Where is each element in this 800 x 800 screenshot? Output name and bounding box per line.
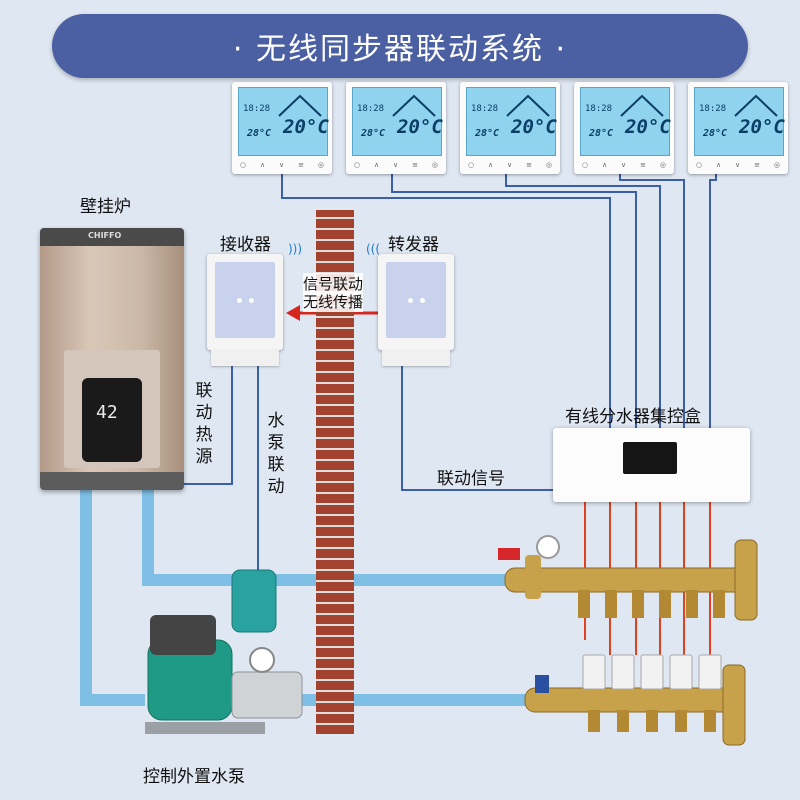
mode-icon[interactable]: ◎ — [659, 161, 666, 169]
power-icon[interactable]: ○ — [468, 161, 475, 169]
wall-boiler: CHIFFO 42 — [40, 228, 184, 490]
manifold-outlets — [578, 590, 725, 618]
menu-icon[interactable]: ≡ — [412, 161, 418, 169]
power-icon[interactable]: ○ — [354, 161, 361, 169]
thermostat-temp: 20°C — [511, 116, 557, 138]
receiver-device — [207, 254, 283, 366]
up-icon[interactable]: ∧ — [716, 161, 722, 169]
thermostat-small-temp: 28°C — [247, 128, 272, 139]
thermostat-time: 18:28 — [243, 104, 271, 114]
thermostat-small-temp: 28°C — [589, 128, 614, 139]
pump-graphic — [145, 569, 303, 734]
power-icon[interactable]: ○ — [240, 161, 247, 169]
pump-link-label: 水泵联动 — [267, 411, 285, 497]
power-icon[interactable]: ○ — [696, 161, 703, 169]
manifold-return — [524, 654, 746, 746]
thermostat-temp: 20°C — [283, 116, 329, 138]
thermostat: 18:28 28°C 20°C ○ ∧ ∨ ≡ ◎ — [346, 82, 446, 174]
thermostat-keys: ○ ∧ ∨ ≡ ◎ — [354, 161, 438, 169]
thermostat: 18:28 28°C 20°C ○ ∧ ∨ ≡ ◎ — [232, 82, 332, 174]
control-box — [553, 428, 750, 502]
thermostat-time: 18:28 — [585, 104, 613, 114]
thermostat-temp: 20°C — [397, 116, 443, 138]
wifi-icon-receiver: ))) — [288, 242, 303, 256]
thermostat-screen: 18:28 28°C 20°C — [352, 87, 443, 156]
thermostat-keys: ○ ∧ ∨ ≡ ◎ — [696, 161, 780, 169]
wireless-text-2: 无线传播 — [303, 291, 364, 312]
link-signal-label: 联动信号 — [437, 469, 505, 489]
down-icon[interactable]: ∨ — [735, 161, 741, 169]
up-icon[interactable]: ∧ — [488, 161, 494, 169]
thermostat: 18:28 28°C 20°C ○ ∧ ∨ ≡ ◎ — [574, 82, 674, 174]
house-icon — [506, 94, 550, 117]
thermostat-time: 18:28 — [699, 104, 727, 114]
menu-icon[interactable]: ≡ — [526, 161, 532, 169]
thermostat-small-temp: 28°C — [475, 128, 500, 139]
repeater-label: 转发器 — [388, 235, 439, 255]
thermostat-keys: ○ ∧ ∨ ≡ ◎ — [468, 161, 552, 169]
link-wires — [184, 358, 553, 575]
down-icon[interactable]: ∨ — [621, 161, 627, 169]
wireless-text-1: 信号联动 — [303, 273, 364, 294]
down-icon[interactable]: ∨ — [393, 161, 399, 169]
repeater-device — [378, 254, 454, 366]
thermostat-small-temp: 28°C — [361, 128, 386, 139]
thermostat-keys: ○ ∧ ∨ ≡ ◎ — [240, 161, 324, 169]
link-heat-label: 联动热源 — [195, 381, 213, 467]
receiver-label: 接收器 — [220, 235, 271, 255]
pressure-gauge-icon — [536, 535, 560, 559]
up-icon[interactable]: ∧ — [602, 161, 608, 169]
up-icon[interactable]: ∧ — [260, 161, 266, 169]
mode-icon[interactable]: ◎ — [773, 161, 780, 169]
power-icon[interactable]: ○ — [582, 161, 589, 169]
house-icon — [620, 94, 664, 117]
thermostat-screen: 18:28 28°C 20°C — [466, 87, 557, 156]
thermostat-temp: 20°C — [625, 116, 671, 138]
control-box-label: 有线分水器集控盒 — [565, 407, 701, 427]
thermostat-screen: 18:28 28°C 20°C — [694, 87, 785, 156]
mode-icon[interactable]: ◎ — [317, 161, 324, 169]
wifi-icon-repeater: ((( — [366, 242, 381, 256]
menu-icon[interactable]: ≡ — [640, 161, 646, 169]
thermostat-keys: ○ ∧ ∨ ≡ ◎ — [582, 161, 666, 169]
control-box-screen — [623, 442, 677, 474]
title-banner: · 无线同步器联动系统 · — [52, 14, 748, 78]
thermostat-screen: 18:28 28°C 20°C — [238, 87, 329, 156]
menu-icon[interactable]: ≡ — [298, 161, 304, 169]
house-icon — [734, 94, 778, 117]
manifold-supply — [498, 539, 758, 621]
house-icon — [278, 94, 322, 117]
thermostat-time: 18:28 — [471, 104, 499, 114]
boiler-label: 壁挂炉 — [80, 197, 131, 217]
mode-icon[interactable]: ◎ — [545, 161, 552, 169]
boiler-display: 42 — [82, 378, 142, 462]
pump-label: 控制外置水泵 — [143, 767, 245, 787]
down-icon[interactable]: ∨ — [279, 161, 285, 169]
house-icon — [392, 94, 436, 117]
up-icon[interactable]: ∧ — [374, 161, 380, 169]
thermostat-time: 18:28 — [357, 104, 385, 114]
down-icon[interactable]: ∨ — [507, 161, 513, 169]
thermostat-small-temp: 28°C — [703, 128, 728, 139]
mode-icon[interactable]: ◎ — [431, 161, 438, 169]
thermostat-wires — [281, 174, 717, 430]
menu-icon[interactable]: ≡ — [754, 161, 760, 169]
thermostat: 18:28 28°C 20°C ○ ∧ ∨ ≡ ◎ — [688, 82, 788, 174]
thermostat: 18:28 28°C 20°C ○ ∧ ∨ ≡ ◎ — [460, 82, 560, 174]
boiler-brand: CHIFFO — [88, 231, 122, 240]
boiler-display-value: 42 — [96, 402, 118, 423]
thermostat-screen: 18:28 28°C 20°C — [580, 87, 671, 156]
thermostat-temp: 20°C — [739, 116, 785, 138]
